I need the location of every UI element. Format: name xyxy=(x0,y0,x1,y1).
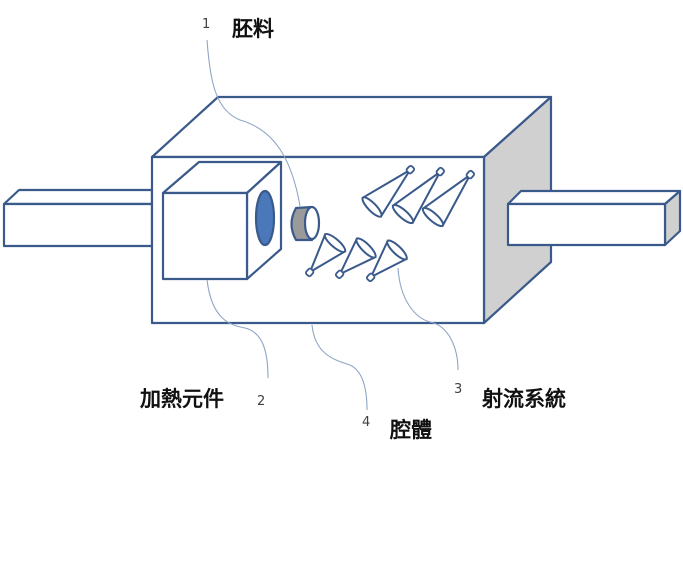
leader-line-4 xyxy=(311,324,368,411)
callout-number-3: 3 xyxy=(454,382,462,397)
heater-lens-icon xyxy=(254,189,276,247)
leader-line-3 xyxy=(397,267,459,371)
jet-nozzle-icon xyxy=(361,164,416,218)
callout-label-billet: 胚料 xyxy=(232,16,274,41)
billet xyxy=(290,205,321,242)
jet-nozzle-icon xyxy=(305,232,347,278)
right-pipe xyxy=(506,189,682,247)
leader-line-1 xyxy=(206,39,301,207)
jet-nozzle-icon xyxy=(391,166,445,225)
callout-number-4: 4 xyxy=(362,415,370,430)
callout-number-1: 1 xyxy=(202,17,210,32)
heating-element xyxy=(161,160,283,281)
chamber-top-face xyxy=(150,95,553,159)
jet-system xyxy=(305,164,475,283)
callout-label-jet-system: 射流系統 xyxy=(481,386,566,411)
jet-nozzle-icon xyxy=(421,169,475,228)
left-pipe xyxy=(2,188,154,248)
callout-number-2: 2 xyxy=(257,394,265,409)
callout-label-heating-element: 加熱元件 xyxy=(139,386,224,411)
callout-label-chamber: 腔體 xyxy=(389,417,432,442)
jet-nozzle-icon xyxy=(334,237,377,280)
leader-line-2 xyxy=(206,279,269,379)
jet-nozzle-icon xyxy=(365,239,409,283)
